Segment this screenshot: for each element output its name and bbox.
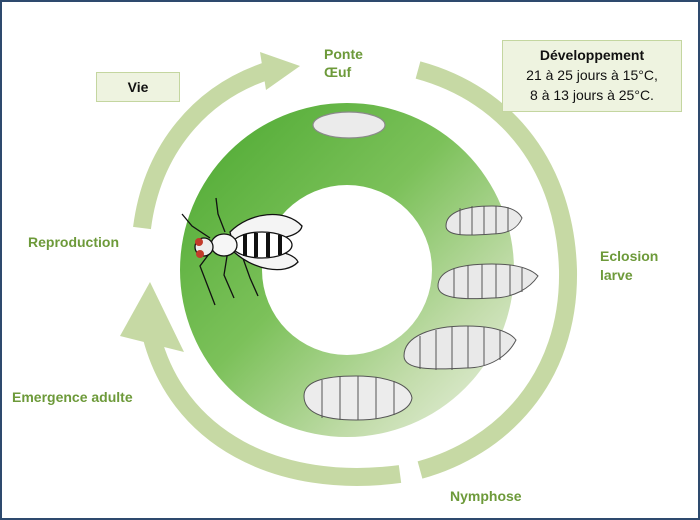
larva-medium: [437, 263, 539, 300]
label-reproduction: Reproduction: [28, 234, 119, 250]
label-larve: larve: [600, 267, 633, 283]
larva-small: [445, 205, 523, 236]
label-eclosion: Eclosion: [600, 248, 659, 264]
adult-fly-illustration: [181, 197, 303, 306]
label-oeuf: Œuf: [324, 64, 352, 80]
development-info-box: Développement 21 à 25 jours à 15°C, 8 à …: [502, 40, 682, 112]
arrow-nymphose-to-emergence: [141, 327, 402, 486]
development-line-25c: 8 à 13 jours à 25°C.: [530, 87, 654, 103]
cycle-arrows: [133, 61, 578, 486]
label-nymphose: Nymphose: [450, 488, 522, 504]
pupa-illustration: [303, 375, 413, 421]
label-emergence-adulte: Emergence adulte: [12, 389, 133, 405]
vie-box: Vie: [96, 72, 180, 102]
development-title: Développement: [539, 47, 645, 63]
larva-large: [403, 325, 517, 370]
arrow-vie-to-ponte: [133, 61, 273, 230]
development-line-15c: 21 à 25 jours à 15°C,: [526, 67, 658, 83]
egg-illustration: [312, 111, 386, 139]
label-ponte: Ponte: [324, 46, 363, 62]
arrowhead-reproduction: [120, 282, 184, 352]
arrow-ponte-to-nymphose: [415, 61, 578, 479]
arrowhead-ponte: [260, 52, 300, 90]
arrow-heads: [120, 52, 300, 352]
